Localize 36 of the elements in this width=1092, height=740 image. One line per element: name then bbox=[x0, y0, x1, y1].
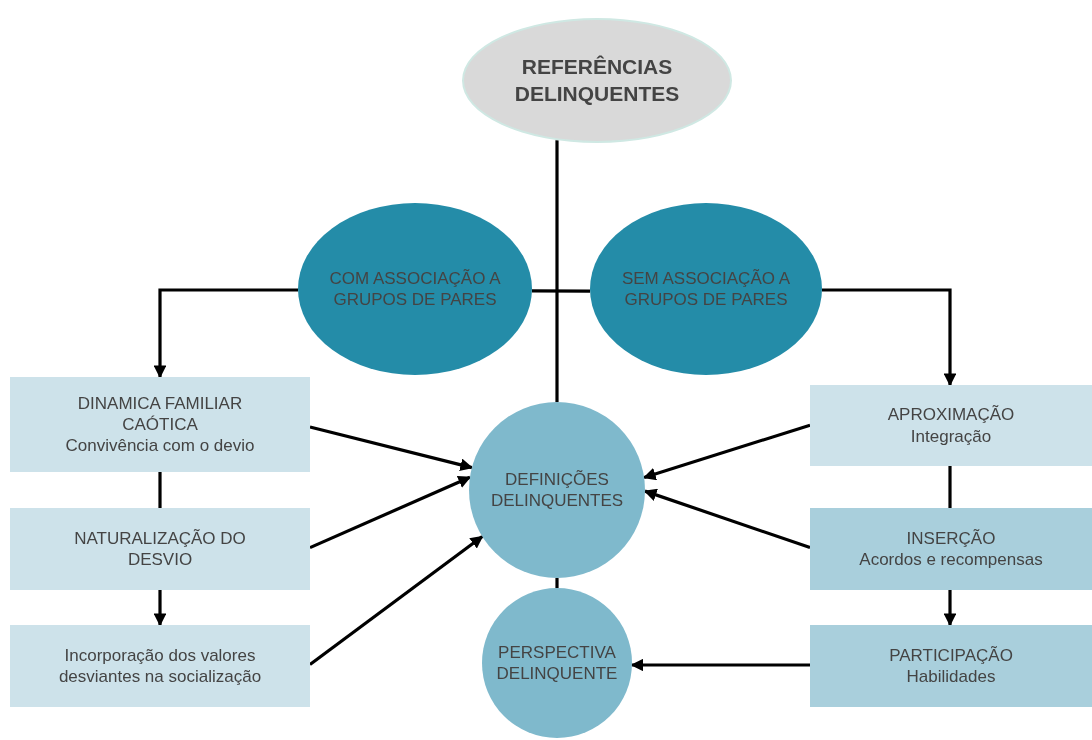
node-label: COM ASSOCIAÇÃO A GRUPOS DE PARES bbox=[328, 267, 502, 311]
node-label: REFERÊNCIAS DELINQUENTES bbox=[514, 54, 680, 107]
process-box bbox=[810, 625, 1092, 707]
connector-line bbox=[531, 289, 591, 293]
node-label: Habilidades bbox=[906, 666, 996, 688]
process-box bbox=[10, 625, 310, 707]
process-box bbox=[10, 377, 310, 472]
process-box bbox=[10, 508, 310, 590]
node-label: Acordos e recompensas bbox=[859, 549, 1043, 571]
arrow bbox=[630, 658, 810, 672]
node-label: INSERÇÃO bbox=[906, 527, 996, 549]
process-box bbox=[810, 385, 1092, 466]
arrow bbox=[153, 288, 298, 379]
connector-line bbox=[158, 472, 162, 508]
arrow bbox=[309, 535, 484, 666]
node-label: SEM ASSOCIAÇÃO A GRUPOS DE PARES bbox=[620, 267, 792, 311]
arrow bbox=[309, 475, 472, 550]
process-box bbox=[810, 508, 1092, 590]
arrow bbox=[309, 425, 474, 472]
node-label: Incorporação dos valores desviantes na socialização bbox=[57, 644, 263, 688]
node-label: Integração bbox=[910, 425, 992, 447]
arrow bbox=[642, 423, 811, 481]
node-label: NATURALIZAÇÃO DO DESVIO bbox=[73, 527, 247, 571]
arrow bbox=[822, 288, 957, 387]
node-label: DINAMICA FAMILIAR CAÓTICA bbox=[76, 392, 244, 436]
node-label: Convivência com o devio bbox=[65, 435, 255, 457]
arrow bbox=[943, 590, 957, 627]
node-label: PERSPECTIVA DELINQUENTE bbox=[495, 641, 619, 685]
node-label: APROXIMAÇÃO bbox=[887, 404, 1015, 426]
arrow bbox=[153, 590, 167, 627]
arrow bbox=[643, 488, 811, 550]
connector-line bbox=[555, 578, 559, 588]
connector-line bbox=[555, 140, 559, 402]
connector-line bbox=[948, 466, 952, 508]
node-label: DEFINIÇÕES DELINQUENTES bbox=[489, 468, 625, 512]
node-label: PARTICIPAÇÃO bbox=[889, 644, 1013, 666]
